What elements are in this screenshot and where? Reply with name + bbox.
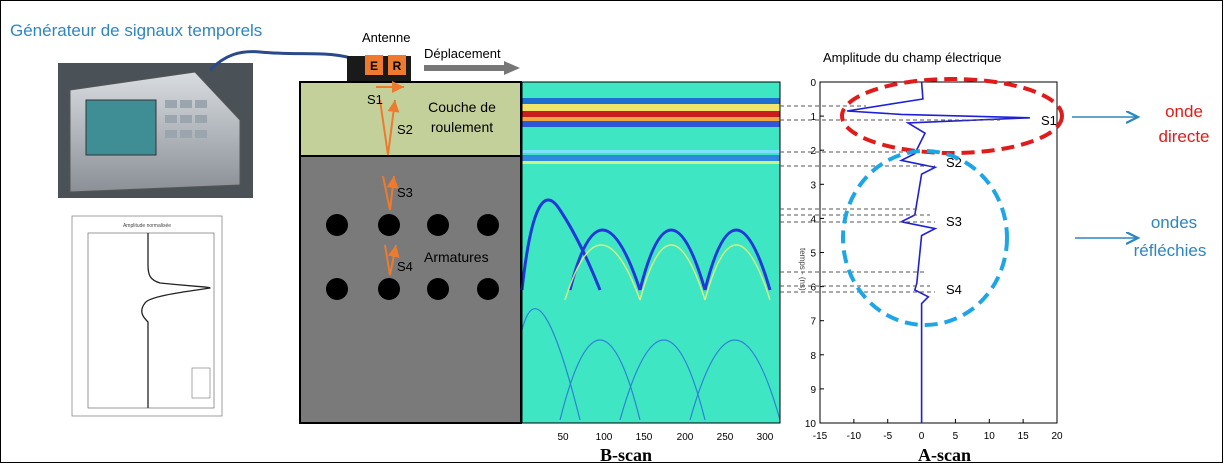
antenna-label: Antenne: [362, 30, 410, 45]
bscan-xtick: 300: [757, 432, 774, 443]
rebar-dot: [326, 214, 348, 236]
ascan-chart: Amplitude du champ électrique 0 1 2 3 4 5 6 7 8 9…: [798, 50, 1063, 465]
signal-generator-device: [58, 50, 358, 198]
rebar-label: Armatures: [424, 249, 489, 265]
ascan-trace: [846, 81, 1030, 423]
hyperbola-curves: [520, 198, 772, 291]
emitter-box: [365, 55, 383, 75]
ascan-xtick-label: -10: [847, 431, 862, 442]
direct-wave-label-2: directe: [1158, 127, 1209, 146]
ascan-xtick-label: 15: [1018, 431, 1030, 442]
ascan-xtick-label: -15: [813, 431, 828, 442]
cross-section: Couche de roulement Armatures S1 S2 S3 S…: [299, 81, 522, 424]
ascan-ytick-label: 9: [810, 385, 816, 396]
ascan-ytick-label: 5: [810, 249, 816, 260]
top-layer-label-1: Couche de: [428, 99, 496, 115]
ascan-xticks: -15 -10 -5 0 5 10 15 20: [813, 419, 1063, 442]
ascan-ytick-label: 10: [805, 419, 817, 430]
ascan-yticks: 0 1 2 3 4 5 6 7 8 9 10: [805, 78, 824, 430]
inset-pulse-plot: Amplitude normalisée: [71, 215, 223, 417]
top-layer-label-2: roulement: [431, 119, 493, 135]
bscan-caption: B-scan: [600, 445, 652, 465]
direct-wave-ellipse: [840, 77, 1064, 155]
displacement-arrow: Déplacement: [424, 46, 520, 75]
ascan-title: Amplitude du champ électrique: [823, 50, 1002, 65]
rebar-dots: [326, 214, 499, 300]
rebar-dot: [378, 214, 400, 236]
inset-plot-title: Amplitude normalisée: [123, 223, 171, 229]
reflected-wave-label-2: réfléchies: [1134, 241, 1207, 260]
reflected-wave-ellipse: [841, 149, 1009, 327]
top-layer: [300, 82, 521, 156]
ascan-s1-label: S1: [1041, 113, 1057, 128]
ascan-ytick-label: 2: [810, 146, 816, 157]
ascan-xtick-label: 0: [919, 431, 925, 442]
s4-label: S4: [397, 259, 413, 274]
bscan-xtick: 100: [596, 432, 613, 443]
bscan-xtick: 200: [677, 432, 694, 443]
ascan-ytick-label: 3: [810, 180, 816, 191]
dashed-connectors: [780, 105, 1000, 293]
ascan-xtick-label: 20: [1051, 431, 1063, 442]
ascan-ytick-label: 1: [810, 112, 816, 123]
bscan-xtick: 150: [636, 432, 653, 443]
rebar-dot: [477, 278, 499, 300]
ascan-xtick-label: 5: [953, 431, 959, 442]
ascan-ytick-label: 6: [810, 283, 816, 294]
ascan-ytick-label: 4: [810, 214, 816, 225]
device-screen: [85, 99, 157, 156]
bscan-xticks: 50 100 150 200 250 300: [557, 432, 773, 443]
rebar-dot: [326, 278, 348, 300]
ascan-s3-label: S3: [946, 214, 962, 229]
s1-label: S1: [367, 92, 383, 107]
ascan-caption: A-scan: [918, 445, 971, 465]
bscan-xtick: 250: [717, 432, 734, 443]
rebar-dot: [378, 278, 400, 300]
bscan-xtick: 50: [557, 432, 569, 443]
ascan-xtick-label: 10: [984, 431, 996, 442]
bscan-image: 50 100 150 200 250 300 B-scan: [520, 81, 781, 465]
ascan-ytick-label: 7: [810, 317, 816, 328]
page-title: Générateur de signaux temporels: [10, 21, 262, 40]
rebar-dot: [477, 214, 499, 236]
ascan-ylabel: temps - (ns): [798, 248, 807, 291]
antenna: Antenne E R: [347, 30, 411, 82]
emitter-label: E: [370, 59, 378, 73]
rebar-dot: [427, 278, 449, 300]
displacement-label: Déplacement: [424, 46, 501, 61]
s3-label: S3: [397, 185, 413, 200]
rebar-dot: [427, 214, 449, 236]
ascan-s4-label: S4: [946, 282, 962, 297]
ray-paths: [376, 81, 404, 276]
receiver-box: [388, 55, 406, 75]
reflected-wave-label-1: ondes: [1151, 213, 1197, 232]
ascan-ytick-label: 8: [810, 351, 816, 362]
s2-label: S2: [397, 122, 413, 137]
direct-wave-label-1: onde: [1165, 102, 1203, 121]
ascan-ytick-label: 0: [810, 78, 816, 89]
inset-pulse-curve: [141, 233, 211, 408]
receiver-label: R: [393, 59, 402, 73]
ascan-xtick-label: -5: [883, 431, 892, 442]
